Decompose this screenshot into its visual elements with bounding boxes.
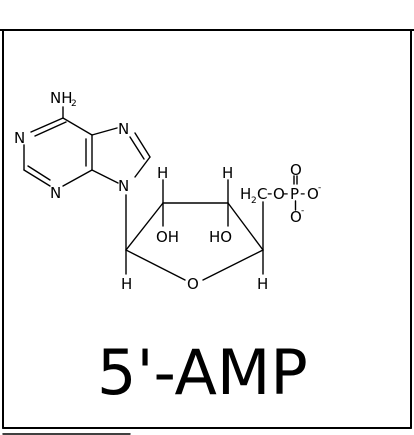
methylene-subscript: 2 [251,196,257,206]
atom-h-c4prime: H [257,275,268,293]
charge-right: - [318,183,321,193]
phosphate-oxygen-bottom: O [290,208,302,226]
atom-n7: N [118,120,129,138]
atom-n1: N [14,129,25,147]
atom-oh-c2prime: OH [156,228,179,246]
atom-h-c1prime: H [121,275,132,293]
ribose-ring [125,179,264,281]
atom-ho-c3prime: HO [209,228,232,246]
bridge-oxygen: O [273,185,285,203]
atom-n9: N [118,177,129,195]
phosphorus: P [290,185,299,203]
atom-h-c2prime: H [157,164,168,182]
molecule-caption: 5'-AMP [97,336,308,409]
amino-subscript: 2 [71,99,77,109]
adenine-six-ring [23,106,93,187]
phosphate-oxygen-right: O [307,185,319,203]
atom-h-c3prime: H [222,164,233,182]
atom-n3: N [50,184,61,202]
adenine-five-ring [91,127,151,184]
phosphate-oxygen-top: O [290,161,302,179]
atom-labels: NH 2 N N N N H H OH HO H H O H 2 C - O -… [14,89,321,293]
frame-border [0,29,414,435]
bond-dash-1: - [267,184,272,202]
methylene-h: H [240,185,251,203]
atom-ring-oxygen: O [187,275,199,293]
bond-dash-3: - [300,184,305,202]
charge-bottom: - [301,206,304,216]
bond-dash-2: - [283,184,288,202]
methylene-c: C [257,185,267,203]
amino-label: NH [50,89,73,107]
phosphate-bonds [293,175,298,211]
